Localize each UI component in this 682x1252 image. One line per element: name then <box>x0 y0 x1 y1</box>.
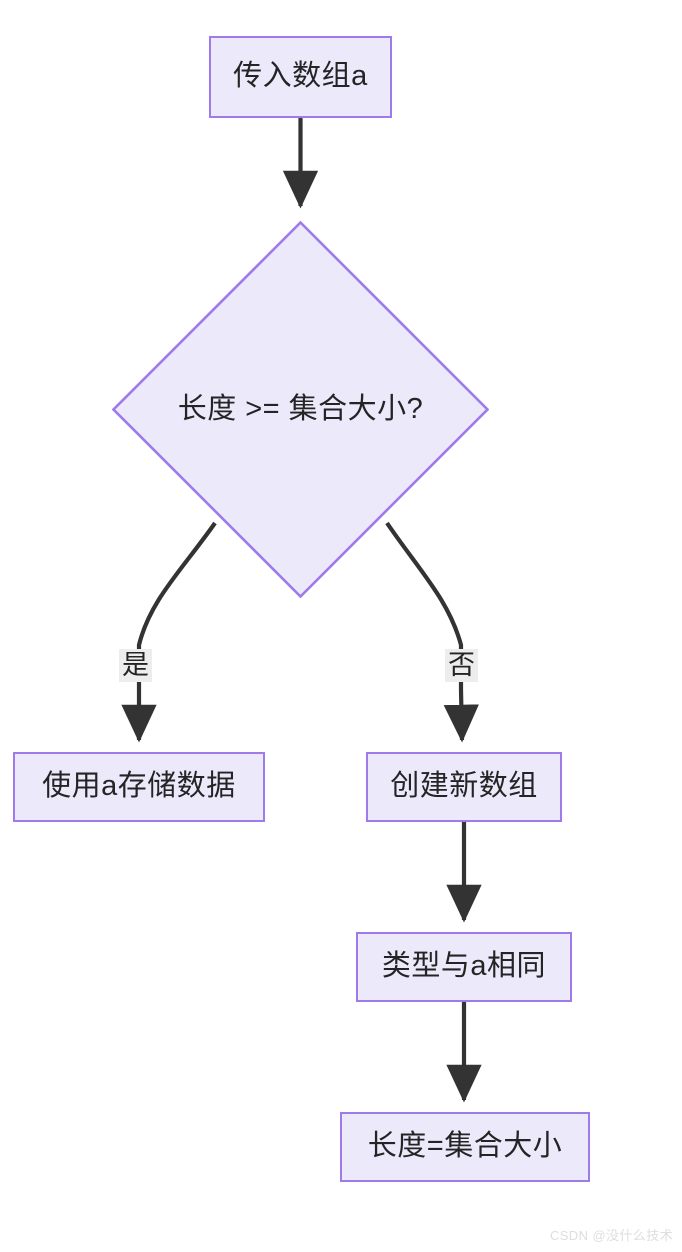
node-set-length-to-size-label: 长度=集合大小 <box>367 1129 563 1162</box>
edge-decision-to-use-a <box>121 521 217 743</box>
node-decision-length-check[interactable]: 长度 >= 集合大小? <box>112 221 489 598</box>
diamond-shape <box>112 221 489 598</box>
node-create-new-array[interactable]: 创建新数组 <box>366 752 562 822</box>
node-create-new-array-label: 创建新数组 <box>390 769 538 802</box>
node-input-array[interactable]: 传入数组a <box>209 36 392 118</box>
edge-label-yes: 是 <box>119 649 152 683</box>
edge-label-no: 否 <box>445 649 478 683</box>
node-input-array-label: 传入数组a <box>233 59 368 92</box>
node-decision-label-wrap: 长度 >= 集合大小? <box>112 221 489 598</box>
edge-label-yes-text: 是 <box>122 650 149 680</box>
edge-label-no-text: 否 <box>448 650 475 680</box>
node-decision-label: 长度 >= 集合大小? <box>177 393 424 425</box>
edge-decision-to-create-array <box>385 521 479 743</box>
node-use-array-a-label: 使用a存储数据 <box>42 769 236 802</box>
node-same-type-as-a[interactable]: 类型与a相同 <box>356 932 572 1002</box>
node-same-type-as-a-label: 类型与a相同 <box>381 949 547 982</box>
watermark: CSDN @没什么技术 <box>549 1228 673 1243</box>
node-set-length-to-size[interactable]: 长度=集合大小 <box>340 1112 590 1182</box>
node-use-array-a[interactable]: 使用a存储数据 <box>13 752 265 822</box>
